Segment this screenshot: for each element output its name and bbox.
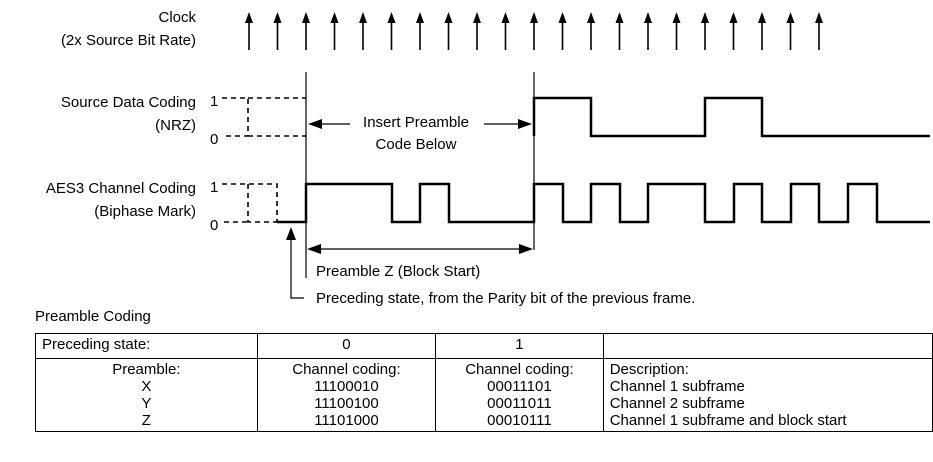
code0-z: 11101000 — [314, 412, 379, 429]
insert-preamble-line1: Insert Preamble — [363, 114, 469, 131]
source-label-line1: Source Data Coding — [61, 94, 196, 111]
preamble-x: X — [141, 378, 152, 395]
preamble-column: Preamble: X Y Z — [35, 358, 258, 432]
code1-x: 00011101 — [487, 378, 552, 395]
header-preceding-state: Preceding state: — [35, 333, 258, 359]
aes3-level-1: 1 — [210, 179, 218, 196]
preceding-state-pointer — [290, 238, 304, 299]
clock-tick — [473, 12, 481, 50]
code0-column-header: Channel coding: — [292, 361, 401, 378]
preamble-z-arrow-left — [307, 244, 321, 254]
source-nrz-wave — [532, 96, 930, 138]
clock-tick — [245, 12, 253, 50]
clock-label-line2: (2x Source Bit Rate) — [61, 32, 196, 49]
clock-tick — [672, 12, 681, 50]
code0-y: 11100100 — [314, 395, 379, 412]
preceding-state-note: Preceding state, from the Parity bit of … — [316, 290, 695, 307]
aes3-label-line2: (Biphase Mark) — [94, 203, 196, 220]
clock-tick — [615, 12, 624, 50]
clock-tick — [530, 12, 538, 50]
timing-diagram: Clock (2x Source Bit Rate) Source Data C… — [46, 9, 930, 307]
description-y: Channel 2 subframe — [609, 395, 745, 412]
preamble-y: Y — [141, 395, 152, 412]
preamble-z-label: Preamble Z (Block Start) — [316, 263, 480, 280]
source-dashed-prev — [222, 97, 306, 137]
clock-tick — [387, 12, 396, 50]
preamble-z-arrow-right — [519, 244, 533, 254]
code1-column-header: Channel coding: — [465, 361, 574, 378]
clock-tick — [587, 12, 595, 50]
description-z: Channel 1 subframe and block start — [609, 412, 847, 429]
description-column: Description: Channel 1 subframe Channel … — [602, 358, 933, 432]
clock-tick — [501, 12, 510, 50]
aes3-level-0: 0 — [210, 217, 218, 234]
clock-tick — [444, 12, 453, 50]
code0-column: Channel coding: 11100010 11100100 111010… — [256, 358, 437, 432]
insert-preamble-line2: Code Below — [376, 136, 457, 153]
source-level-1: 1 — [210, 93, 218, 110]
header-state-0: 0 — [256, 333, 437, 359]
header-empty — [602, 333, 933, 359]
table-header-row: Preceding state: 0 1 — [35, 333, 933, 359]
clock-tick — [815, 12, 823, 50]
code1-y: 00011011 — [487, 395, 552, 412]
insert-arrow-right-head — [518, 119, 532, 129]
preamble-z: Z — [141, 412, 151, 429]
preamble-coding-title: Preamble Coding — [35, 308, 151, 325]
description-column-header: Description: — [609, 361, 689, 378]
clock-tick — [558, 12, 567, 50]
code0-x: 11100010 — [314, 378, 379, 395]
clock-label-line1: Clock — [158, 9, 196, 26]
clock-tick — [786, 12, 795, 50]
insert-arrow-left-head — [308, 119, 322, 129]
clock-tick — [416, 12, 424, 50]
clock-tick — [729, 12, 738, 50]
aes3-label-line1: AES3 Channel Coding — [46, 180, 196, 197]
preceding-state-arrow-head — [286, 227, 296, 240]
source-label-line2: (NRZ) — [155, 117, 196, 134]
clock-tick — [701, 12, 709, 50]
clock-ticks — [245, 12, 823, 50]
code1-z: 00010111 — [487, 412, 552, 429]
clock-tick — [758, 12, 766, 50]
clock-tick — [273, 12, 282, 50]
header-state-1: 1 — [435, 333, 604, 359]
description-x: Channel 1 subframe — [609, 378, 745, 395]
code1-column: Channel coding: 00011101 00011011 000101… — [435, 358, 604, 432]
aes3-wave — [277, 182, 930, 224]
table-body-row: Preamble: X Y Z Channel coding: 11100010… — [35, 358, 933, 432]
source-level-0: 0 — [210, 131, 218, 148]
clock-tick — [302, 12, 310, 50]
clock-tick — [644, 12, 652, 50]
aes3-dashed-prev — [222, 183, 278, 223]
clock-tick — [330, 12, 339, 50]
preamble-column-header: Preamble: — [112, 361, 181, 378]
preamble-coding-table: Preceding state: 0 1 Preamble: X Y Z Cha… — [35, 333, 933, 432]
clock-tick — [359, 12, 367, 50]
